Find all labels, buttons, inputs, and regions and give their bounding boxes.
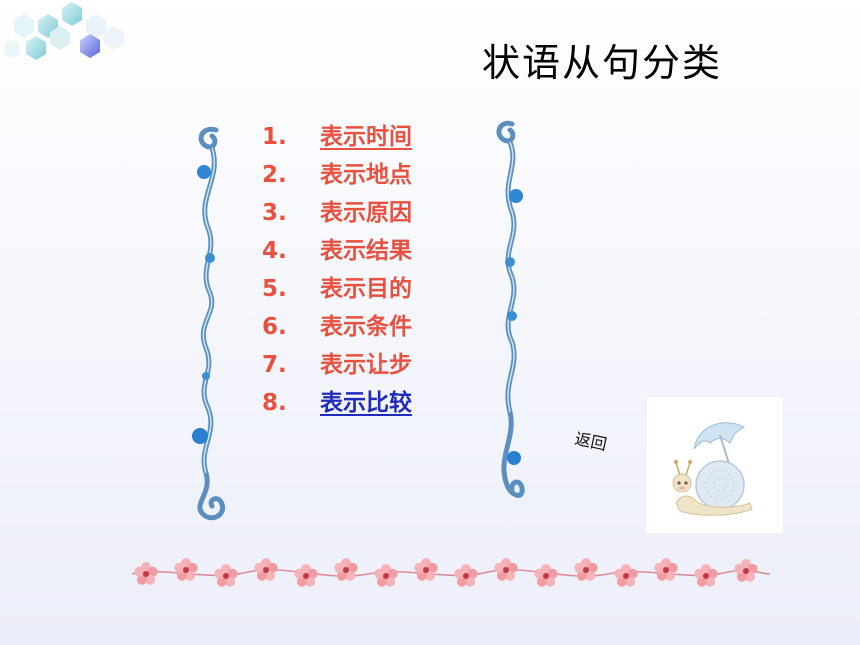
list-item-comparison[interactable]: 8. 表示比较 xyxy=(262,384,412,422)
item-number: 8. xyxy=(262,390,287,416)
item-number: 1. xyxy=(262,124,287,150)
list-item-place: 2. 表示地点 xyxy=(262,156,412,194)
item-number: 2. xyxy=(262,162,287,188)
item-label: 表示让步 xyxy=(320,352,412,378)
item-label: 表示目的 xyxy=(320,276,412,302)
snail-button[interactable] xyxy=(646,397,783,533)
item-label: 表示结果 xyxy=(320,238,412,264)
list-item-concession: 7. 表示让步 xyxy=(262,346,412,384)
item-number: 6. xyxy=(262,314,287,340)
list-item-reason: 3. 表示原因 xyxy=(262,194,412,232)
item-label-link[interactable]: 表示时间 xyxy=(320,124,412,150)
item-number: 7. xyxy=(262,352,287,378)
item-label: 表示原因 xyxy=(320,200,412,226)
list-item-purpose: 5. 表示目的 xyxy=(262,270,412,308)
flower-border-icon xyxy=(131,558,771,587)
item-number: 4. xyxy=(262,238,287,264)
list-item-time[interactable]: 1. 表示时间 xyxy=(262,118,412,156)
snail-with-umbrella-icon xyxy=(672,422,753,516)
item-label: 表示条件 xyxy=(320,314,412,340)
list-item-result: 4. 表示结果 xyxy=(262,232,412,270)
hexagon-cluster-icon xyxy=(4,2,124,60)
list-item-condition: 6. 表示条件 xyxy=(262,308,412,346)
slide-title: 状语从句分类 xyxy=(482,41,723,85)
item-number: 5. xyxy=(262,276,287,302)
item-number: 3. xyxy=(262,200,287,226)
left-spiral-vine-icon xyxy=(192,126,226,521)
right-spiral-vine-icon xyxy=(496,120,525,498)
item-label: 表示地点 xyxy=(320,162,412,188)
item-label-link[interactable]: 表示比较 xyxy=(320,390,412,416)
clause-category-list: 1. 表示时间 2. 表示地点 3. 表示原因 4. 表示结果 5. 表示目的 6. 表示条… xyxy=(262,118,412,422)
back-link[interactable]: 返回 xyxy=(573,428,609,455)
